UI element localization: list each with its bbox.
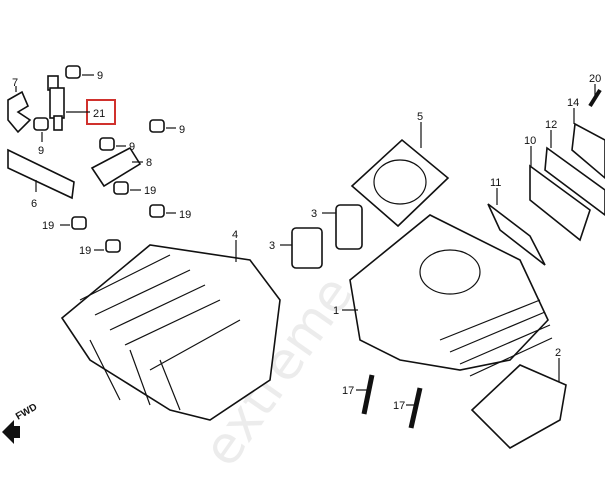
bracket-8 <box>90 146 142 188</box>
callout-9[interactable]: 9 <box>38 145 44 157</box>
callout-19[interactable]: 19 <box>144 185 156 197</box>
callout-12[interactable]: 12 <box>545 119 557 131</box>
callout-21[interactable]: 21 <box>93 108 105 120</box>
cylinder <box>349 214 553 377</box>
head-gasket <box>350 138 450 228</box>
callout-20[interactable]: 20 <box>589 73 601 85</box>
callout-11[interactable]: 11 <box>490 177 501 189</box>
callout-14[interactable]: 14 <box>567 97 579 109</box>
spark-plug <box>47 75 65 131</box>
callout-19[interactable]: 19 <box>179 209 191 221</box>
callout-6[interactable]: 6 <box>31 198 37 210</box>
reed-valve-assembly <box>487 88 605 266</box>
callout-17[interactable]: 17 <box>342 385 354 397</box>
nuts <box>33 65 165 253</box>
callout-3[interactable]: 3 <box>269 240 275 252</box>
callout-19[interactable]: 19 <box>42 220 54 232</box>
callout-1[interactable]: 1 <box>333 305 339 317</box>
callout-2[interactable]: 2 <box>555 347 561 359</box>
callout-7[interactable]: 7 <box>12 77 18 89</box>
callout-4[interactable]: 4 <box>232 229 238 241</box>
callout-19[interactable]: 19 <box>79 245 91 257</box>
callout-3[interactable]: 3 <box>311 208 317 220</box>
callout-10[interactable]: 10 <box>524 135 536 147</box>
bracket-7 <box>7 90 32 134</box>
callout-8[interactable]: 8 <box>146 157 152 169</box>
base-gasket <box>470 364 567 449</box>
fwd-label: FWD <box>14 402 39 423</box>
cylinder-head <box>60 244 281 421</box>
callout-5[interactable]: 5 <box>417 111 423 123</box>
callout-17[interactable]: 17 <box>393 400 405 412</box>
studs <box>361 374 423 429</box>
callout-9[interactable]: 9 <box>97 70 103 82</box>
fwd-arrow-icon <box>2 420 20 444</box>
callout-9[interactable]: 9 <box>129 141 135 153</box>
bracket-6 <box>7 148 75 200</box>
bolts-3 <box>291 204 363 269</box>
callout-9[interactable]: 9 <box>179 124 185 136</box>
